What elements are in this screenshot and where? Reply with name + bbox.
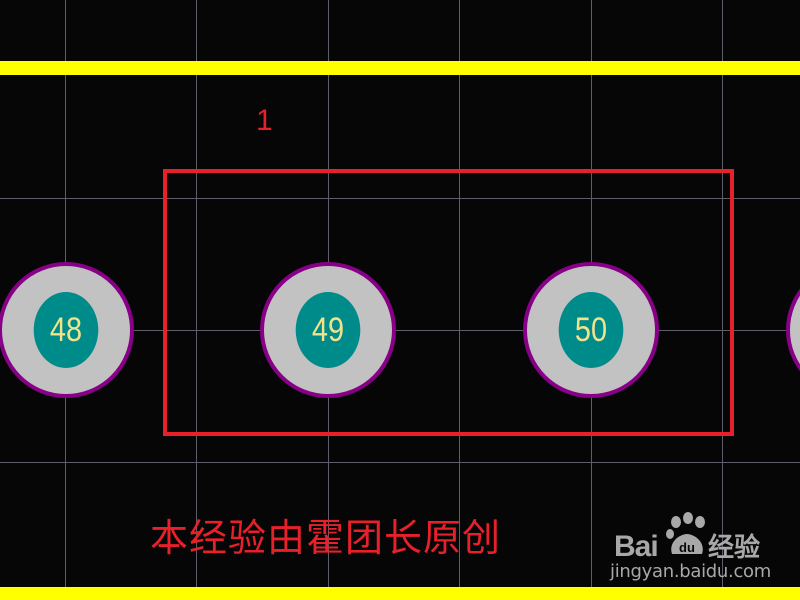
bottom-track[interactable]	[0, 587, 800, 600]
grid-line-horizontal	[0, 198, 800, 199]
svg-text:du: du	[679, 540, 695, 555]
pad-label: 50	[574, 311, 608, 349]
pad-48[interactable]: 48	[0, 262, 134, 398]
pad-label: 48	[49, 311, 83, 349]
pad-hole: 50	[558, 292, 624, 368]
pad-label: 49	[311, 311, 345, 349]
watermark-brand-cn: 经验	[708, 533, 761, 563]
paw-logo-icon: du	[666, 512, 705, 555]
grid-line-horizontal	[0, 462, 800, 463]
baidu-jingyan-watermark: Bai du 经验 jingyan.baidu.com	[610, 512, 772, 584]
grid-line-vertical	[459, 0, 460, 600]
grid-line-vertical	[196, 0, 197, 600]
component-outline[interactable]	[163, 169, 734, 436]
grid-line-horizontal	[0, 330, 800, 331]
watermark-url: jingyan.baidu.com	[610, 561, 772, 582]
pad-hole: 49	[295, 292, 361, 368]
pad-49[interactable]: 49	[260, 262, 396, 398]
component-designator[interactable]: 1	[256, 104, 273, 137]
pad-50[interactable]: 50	[523, 262, 659, 398]
top-track[interactable]	[0, 61, 800, 75]
grid-line-vertical	[722, 0, 723, 600]
watermark-brand: Bai	[614, 530, 659, 563]
pad-51-partial[interactable]	[786, 262, 800, 398]
annotation-text: 本经验由霍团长原创	[150, 516, 502, 560]
pad-hole: 48	[33, 292, 99, 368]
